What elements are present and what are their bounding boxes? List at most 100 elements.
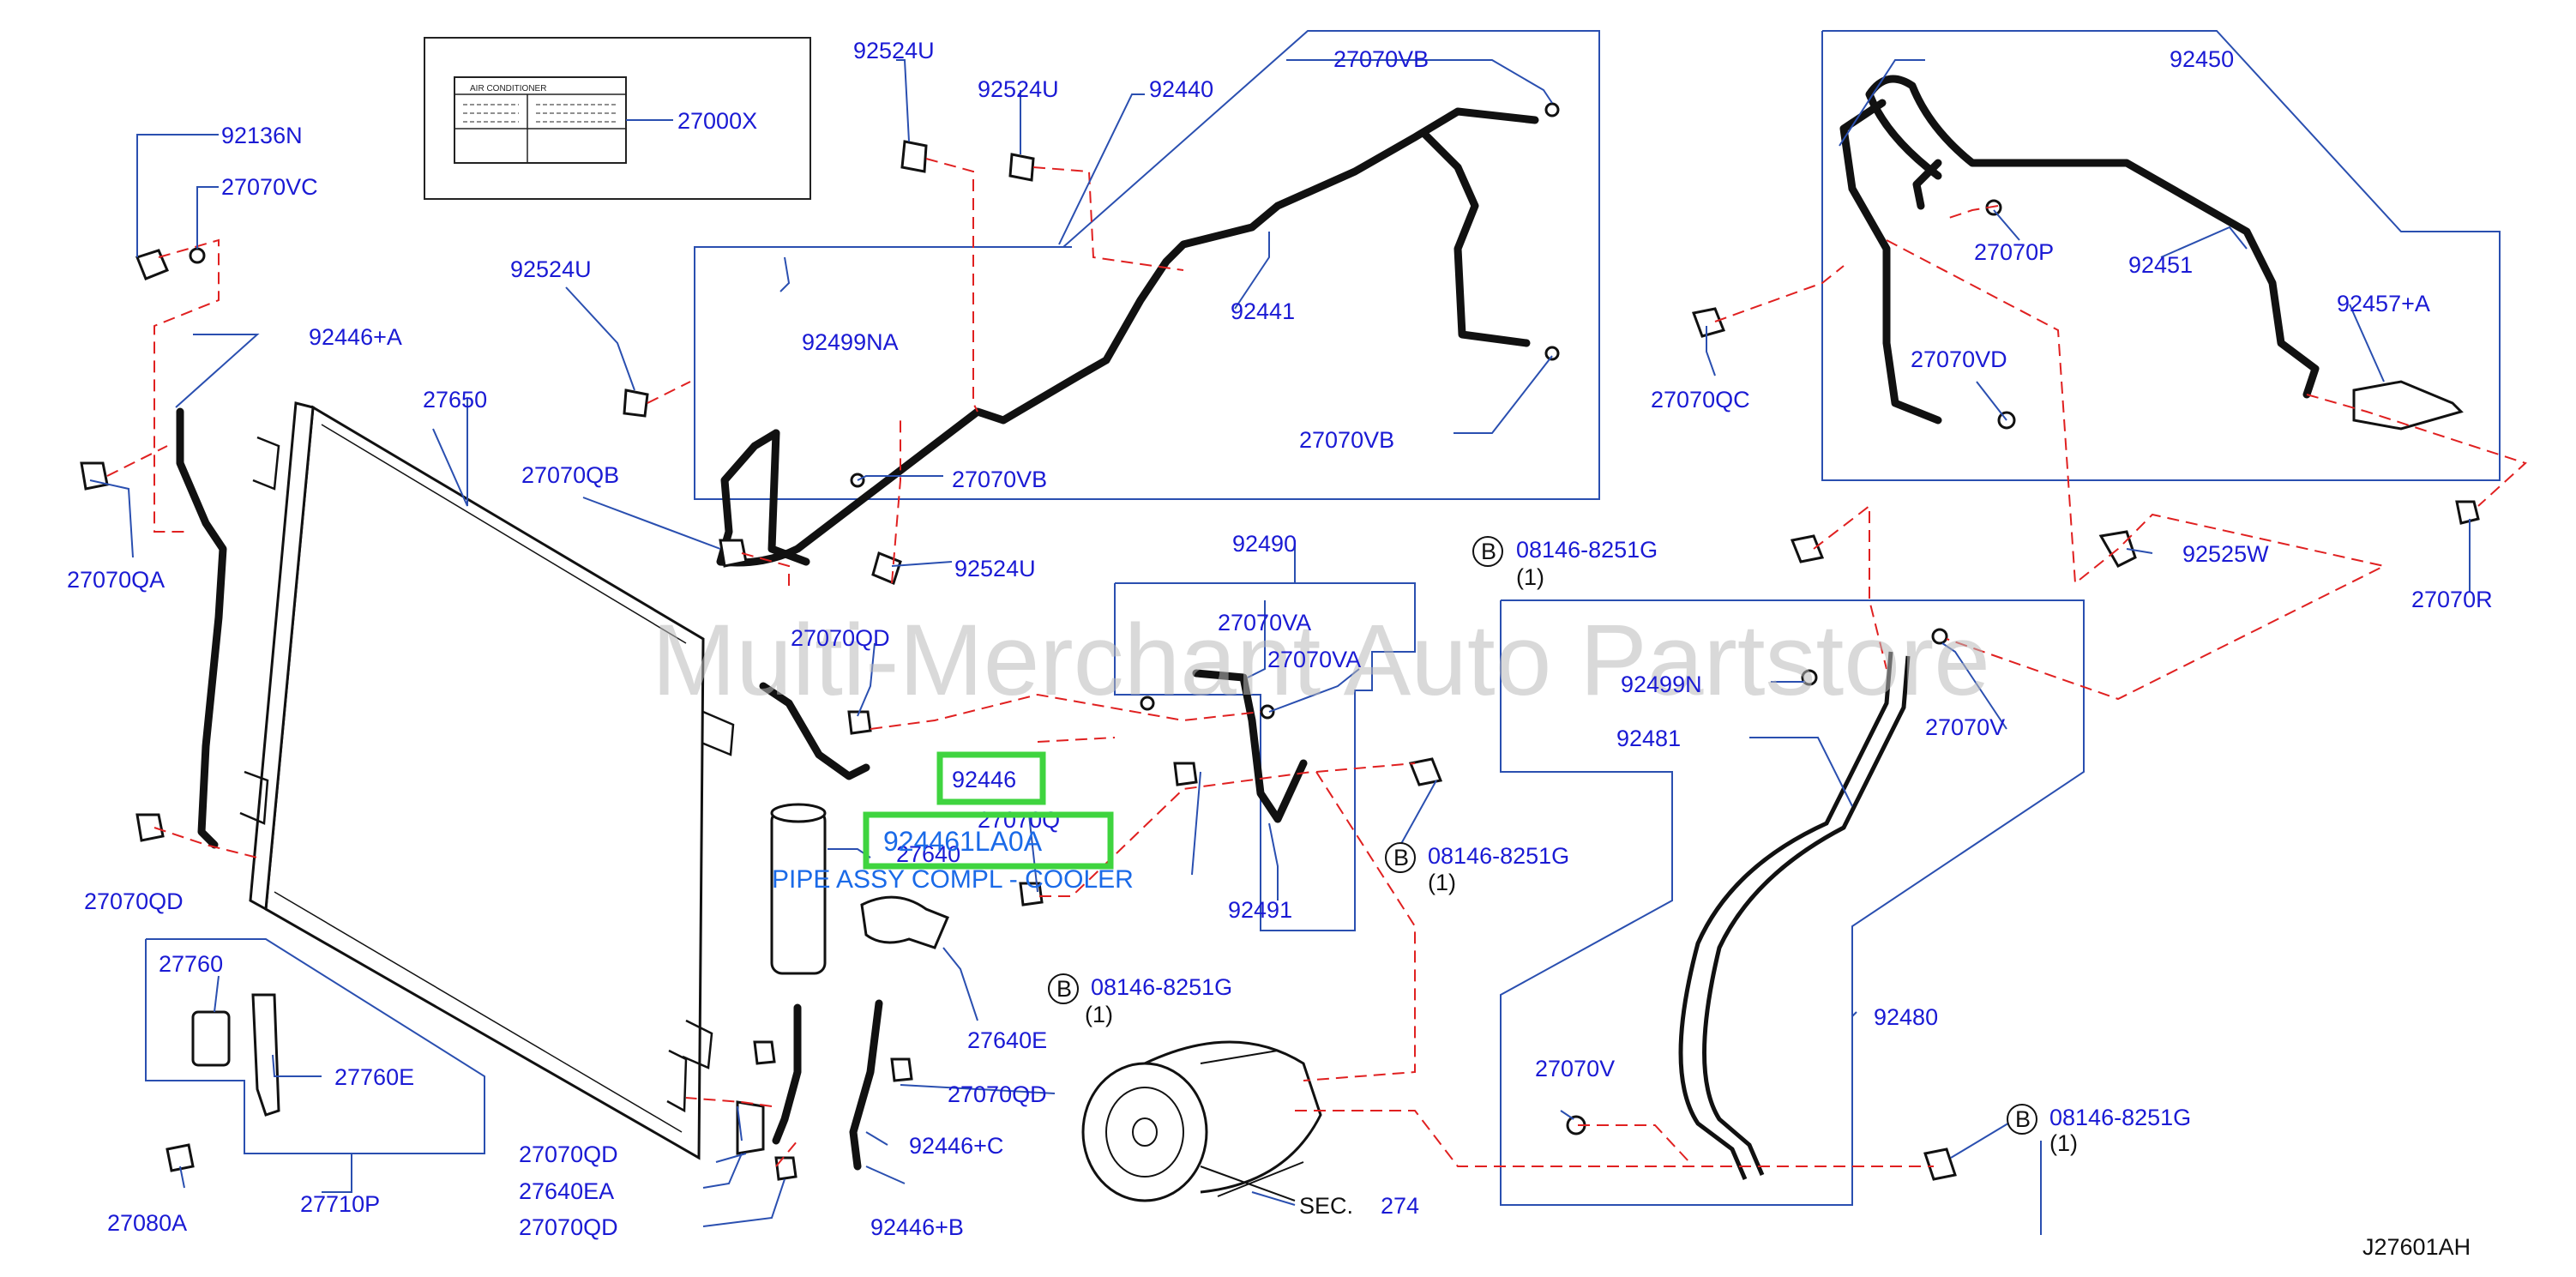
drawing-id: J27601AH — [2362, 1234, 2471, 1260]
callout-27070R[interactable]: 27070R — [2411, 587, 2493, 612]
callout-27070QB[interactable]: 27070QB — [521, 462, 619, 488]
callout-92499N[interactable]: 92499N — [1621, 672, 1702, 697]
callout-27070V-a[interactable]: 27070V — [1925, 714, 2005, 740]
oring-27070V-a — [1931, 628, 1948, 645]
callout-92446A[interactable]: 92446+A — [309, 324, 402, 350]
callout-27070VB-a[interactable]: 27070VB — [1333, 46, 1429, 72]
pipe-92450 — [1865, 75, 2320, 399]
callout-92446C[interactable]: 92446+C — [909, 1133, 1003, 1159]
oring-92499N — [1801, 669, 1818, 686]
bolt-08146-c — [1173, 762, 1198, 786]
sticker-frame — [424, 37, 811, 200]
ac-label-sticker: AIR CONDITIONER — [454, 76, 673, 164]
callout-08146-d[interactable]: 08146-8251G — [2049, 1105, 2191, 1130]
callout-27070QD-c[interactable]: 27070QD — [948, 1081, 1047, 1107]
b-mark-b-text: B — [1393, 845, 1409, 870]
callout-92524U-b[interactable]: 92524U — [978, 76, 1059, 102]
clip-92524U-c — [623, 389, 649, 418]
callout-92457A[interactable]: 92457+A — [2337, 291, 2430, 316]
compressor — [1081, 1040, 1322, 1202]
callout-92450[interactable]: 92450 — [2170, 46, 2234, 72]
callout-92490[interactable]: 92490 — [1232, 531, 1297, 557]
callout-92524U-c[interactable]: 92524U — [510, 256, 592, 282]
bracket-27640EA — [736, 1100, 765, 1155]
callout-08146-a[interactable]: 08146-8251G — [1516, 537, 1658, 563]
pipe-92450-tip — [1912, 159, 1942, 210]
callout-27710P[interactable]: 27710P — [300, 1191, 380, 1217]
callout-92524U-a[interactable]: 92524U — [853, 38, 935, 63]
callout-27070QD-b[interactable]: 27070QD — [84, 888, 184, 914]
callout-27070QD-e[interactable]: 27070QD — [519, 1214, 618, 1240]
oring-27070VB-b — [1544, 346, 1560, 361]
callout-27070VC[interactable]: 27070VC — [221, 174, 318, 200]
callout-27070P[interactable]: 27070P — [1974, 239, 2054, 265]
callout-27070QD-a[interactable]: 27070QD — [791, 625, 890, 651]
callout-92136N[interactable]: 92136N — [221, 123, 303, 148]
pipe-92491 — [1192, 669, 1308, 823]
callout-27070V-b[interactable]: 27070V — [1535, 1056, 1615, 1081]
oring-27070VA-a — [1140, 696, 1155, 711]
pipes — [176, 75, 2320, 1171]
pipe-92451 — [1839, 99, 1942, 425]
nut-27070R — [2455, 500, 2480, 525]
callout-92524U-d[interactable]: 92524U — [954, 556, 1036, 581]
callout-27070VB-b[interactable]: 27070VB — [1299, 427, 1394, 453]
callout-92446B[interactable]: 92446+B — [870, 1214, 964, 1240]
bolt-27080A — [166, 1143, 195, 1172]
oring-27070VB-a — [1544, 102, 1560, 117]
group-frames — [145, 30, 2501, 1206]
highlighted-part[interactable]: 92446 924461LA0A PIPE ASSY COMPL - COOLE… — [772, 751, 1134, 894]
callout-92440[interactable]: 92440 — [1149, 76, 1213, 102]
bolt-27070QB — [719, 539, 748, 568]
receiver-drier-27640 — [770, 803, 949, 975]
callout-92480[interactable]: 92480 — [1874, 1004, 1938, 1030]
highlight-ref-box[interactable] — [936, 751, 1046, 805]
callout-27070QA[interactable]: 27070QA — [67, 567, 165, 593]
callout-92481[interactable]: 92481 — [1616, 726, 1681, 751]
b-mark-d — [2007, 1104, 2037, 1135]
callout-08146-c[interactable]: 08146-8251G — [1091, 974, 1232, 1000]
callout-92441[interactable]: 92441 — [1231, 298, 1295, 324]
pipe-92441 — [1419, 129, 1531, 347]
sensor-27760 — [191, 1010, 231, 1067]
nut-92136N — [135, 249, 169, 280]
callout-27760E[interactable]: 27760E — [334, 1064, 414, 1090]
oring-27070VC — [189, 247, 206, 264]
pipe-92446B — [772, 1003, 802, 1145]
frame-92480 — [1500, 599, 2085, 1206]
callout-27070Q[interactable]: 27070Q — [978, 807, 1060, 833]
pipe-92440 — [716, 107, 1539, 567]
callout-27070VB-c[interactable]: 27070VB — [952, 467, 1047, 492]
highlight-ref[interactable]: 92446 — [952, 767, 1016, 792]
callout-27080A[interactable]: 27080A — [107, 1210, 187, 1236]
pipe-92440-branch — [767, 429, 810, 566]
callout-27070QC[interactable]: 27070QC — [1651, 387, 1750, 413]
callout-08146-d-qty: (1) — [2049, 1130, 2078, 1156]
callout-92491[interactable]: 92491 — [1228, 897, 1292, 923]
b-mark-c-text: B — [1056, 976, 1072, 1002]
callout-92525W[interactable]: 92525W — [2182, 541, 2269, 567]
leader-lines — [89, 59, 2471, 1235]
callout-27640EA[interactable]: 27640EA — [519, 1178, 614, 1204]
highlight-number-box[interactable] — [863, 811, 1114, 870]
sticker-title: AIR CONDITIONER — [470, 84, 546, 93]
callout-27070VA-a[interactable]: 27070VA — [1218, 610, 1311, 635]
callout-27070VD[interactable]: 27070VD — [1911, 346, 2007, 372]
callout-27070QD-d[interactable]: 27070QD — [519, 1141, 618, 1167]
pipe-92446 — [759, 682, 870, 780]
bolt-08146-d — [1923, 1147, 1957, 1181]
bolt-27070QD-e — [774, 1156, 797, 1181]
section-number[interactable]: 274 — [1381, 1193, 1419, 1219]
callout-27070VA-b[interactable]: 27070VA — [1267, 647, 1361, 672]
callout-92451[interactable]: 92451 — [2128, 252, 2193, 278]
callout-27000X[interactable]: 27000X — [677, 108, 757, 134]
bolt-27070QA — [80, 461, 109, 491]
callout-27760[interactable]: 27760 — [159, 951, 223, 977]
callout-27640[interactable]: 27640 — [896, 841, 960, 867]
highlight-part-number[interactable]: 924461LA0A — [883, 826, 1043, 857]
callout-08146-b[interactable]: 08146-8251G — [1428, 843, 1569, 869]
callout-27650[interactable]: 27650 — [423, 387, 487, 413]
callout-27640E[interactable]: 27640E — [967, 1027, 1047, 1053]
callout-92499NA[interactable]: 92499NA — [802, 329, 899, 355]
